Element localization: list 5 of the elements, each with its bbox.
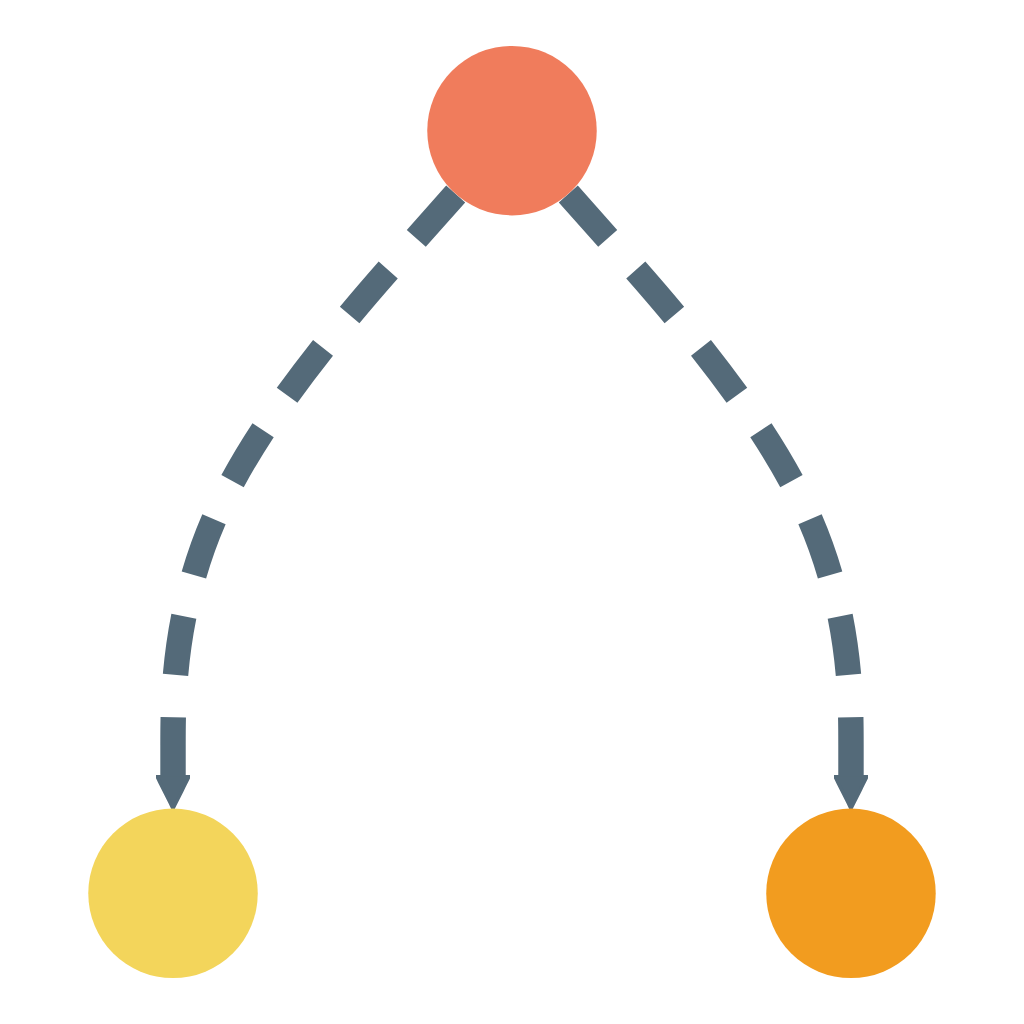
dashed-arrow <box>558 185 870 811</box>
dashed-arrow <box>154 185 466 811</box>
circle-node <box>88 808 258 979</box>
circle-node <box>766 808 936 979</box>
circle-node <box>427 45 597 216</box>
